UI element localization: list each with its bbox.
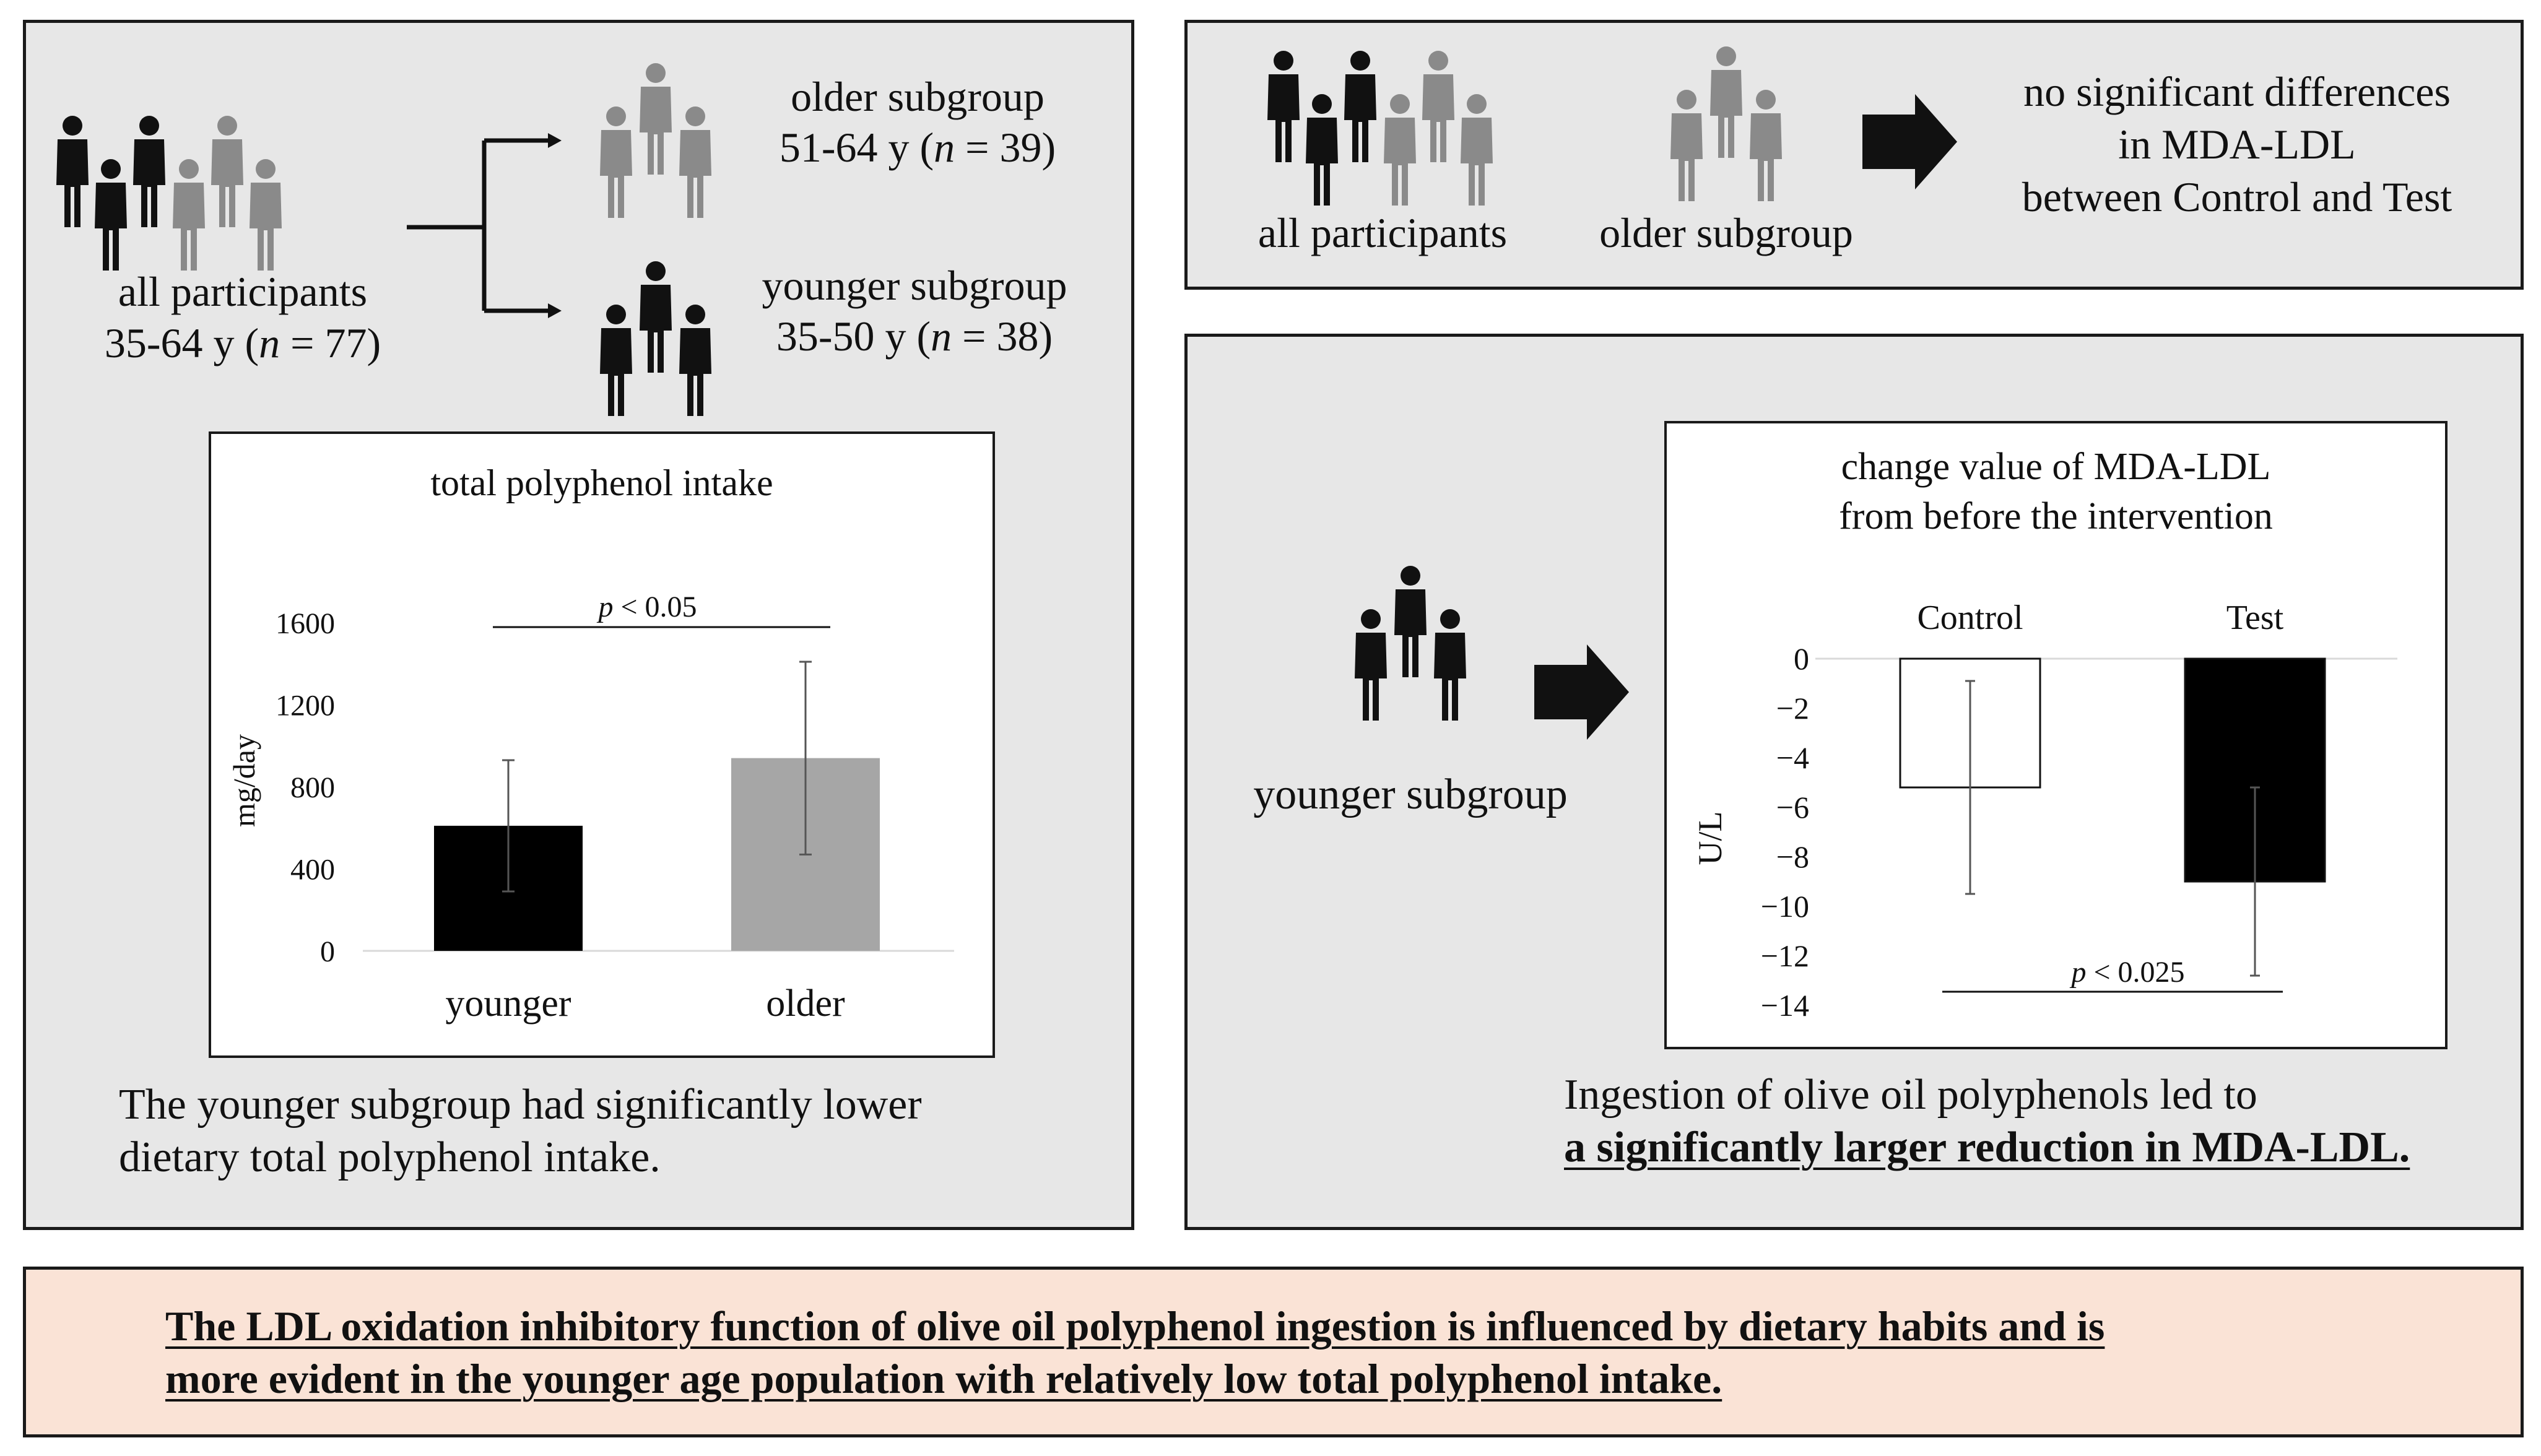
all-participants-label: all participants <box>1257 209 1508 256</box>
y-tick-label: −2 <box>1776 691 1809 726</box>
people-group-icon <box>1670 46 1782 201</box>
y-tick-label: −10 <box>1761 889 1809 924</box>
person-icon <box>1394 566 1427 677</box>
y-tick-label: −12 <box>1761 938 1809 973</box>
person-icon <box>600 305 632 416</box>
polyphenol-bars: 0 400 800 1200 1600 mg/day younger older p < 0.0… <box>227 591 954 1025</box>
all-participants-label: all participants <box>118 268 368 315</box>
all-participants-range: 35-64 y (n = 77) <box>104 319 381 366</box>
person-icon <box>640 63 672 175</box>
chart-title-line-1: change value of MDA-LDL <box>1841 446 2271 488</box>
y-tick-label: −8 <box>1776 839 1809 874</box>
younger-result-diagram <box>1355 566 1629 740</box>
person-icon <box>1344 51 1376 162</box>
person-icon <box>1267 51 1300 162</box>
person-icon <box>1355 609 1387 721</box>
y-tick-label: −4 <box>1776 740 1809 775</box>
x-tick-label: Test <box>2226 599 2284 637</box>
y-tick-label: 0 <box>320 935 335 968</box>
people-group-icon <box>1267 51 1493 206</box>
y-tick-label: 800 <box>290 771 335 804</box>
person-icon <box>679 305 711 416</box>
younger-subgroup-label: younger subgroup <box>1253 771 1568 818</box>
person-icon <box>250 159 282 271</box>
younger-subgroup-label: younger subgroup <box>762 262 1067 309</box>
result-line-1: no significant differences <box>2023 68 2451 115</box>
right-summary-line-1: Ingestion of olive oil polyphenols led t… <box>1564 1071 2257 1119</box>
person-icon <box>1306 94 1338 206</box>
result-line-3: between Control and Test <box>2022 173 2452 220</box>
person-icon <box>56 116 89 227</box>
result-line-2: in MDA-LDL <box>2118 121 2356 168</box>
person-icon <box>211 116 243 227</box>
older-result-panel: all participants older subgroup no signi… <box>1184 20 2524 290</box>
chart-title-line-2: from before the intervention <box>1839 495 2273 537</box>
significance-label: p < 0.025 <box>2069 956 2184 989</box>
chart-title: total polyphenol intake <box>430 462 773 503</box>
person-icon <box>95 159 127 271</box>
people-group-icon <box>600 261 711 416</box>
person-icon <box>1384 94 1416 206</box>
arrow-right-icon <box>1534 644 1629 740</box>
person-icon <box>133 116 165 227</box>
conclusion-panel: The LDL oxidation inhibitory function of… <box>23 1267 2524 1437</box>
mda-ldl-bars: 0 −2 −4 −6 −8 −10 −12 −14 U/L Control Test p < 0.02… <box>1692 599 2397 1023</box>
x-tick-label: younger <box>445 982 571 1025</box>
x-tick-label: Control <box>1917 599 2023 637</box>
people-group-icon <box>1355 566 1466 721</box>
older-result-diagram <box>1267 46 1957 206</box>
y-tick-label: −14 <box>1761 988 1809 1023</box>
y-tick-label: −6 <box>1776 790 1809 825</box>
conclusion-line-1: The LDL oxidation inhibitory function of… <box>165 1302 2105 1350</box>
person-icon <box>1670 90 1703 201</box>
y-tick-label: 1600 <box>276 607 335 640</box>
person-icon <box>1461 94 1493 206</box>
person-icon <box>1422 51 1454 162</box>
arrow-head-icon <box>548 303 562 318</box>
younger-result-panel: younger subgroup change value of MDA-LDL… <box>1184 334 2524 1230</box>
left-summary-line-1: The younger subgroup had significantly l… <box>119 1081 922 1129</box>
arrow-right-icon <box>1862 94 1957 189</box>
person-icon <box>1750 90 1782 201</box>
subgroup-panel: all participants 35-64 y (n = 77) older … <box>23 20 1134 1230</box>
person-icon <box>600 106 632 218</box>
y-axis-label: mg/day <box>227 734 261 827</box>
mda-ldl-change-chart: change value of MDA-LDL from before the … <box>1664 421 2448 1049</box>
y-tick-label: 1200 <box>276 690 335 722</box>
people-group-icon <box>56 116 282 271</box>
person-icon <box>1710 46 1742 158</box>
bracket-arrow-icon <box>407 138 555 313</box>
older-subgroup-label: older subgroup <box>791 73 1045 120</box>
younger-subgroup-range: 35-50 y (n = 38) <box>776 313 1053 360</box>
subgroup-diagram <box>56 63 711 416</box>
people-group-icon <box>600 63 711 218</box>
significance-label: p < 0.05 <box>596 591 697 623</box>
person-icon <box>679 106 711 218</box>
person-icon <box>640 261 672 373</box>
conclusion-line-2: more evident in the younger age populati… <box>165 1355 1722 1402</box>
left-summary-line-2: dietary total polyphenol intake. <box>119 1133 661 1181</box>
person-icon <box>173 159 205 271</box>
y-tick-label: 0 <box>1794 641 1809 676</box>
person-icon <box>1434 609 1466 721</box>
older-subgroup-label: older subgroup <box>1599 209 1853 256</box>
y-tick-label: 400 <box>290 854 335 886</box>
older-subgroup-range: 51-64 y (n = 39) <box>779 124 1056 171</box>
arrow-head-icon <box>548 133 562 148</box>
y-axis-label: U/L <box>1692 812 1729 865</box>
x-tick-label: older <box>766 982 845 1025</box>
polyphenol-intake-chart: total polyphenol intake 0 400 800 1200 1600 m… <box>209 431 995 1058</box>
right-summary-line-2: a significantly larger reduction in MDA-… <box>1564 1124 2410 1171</box>
